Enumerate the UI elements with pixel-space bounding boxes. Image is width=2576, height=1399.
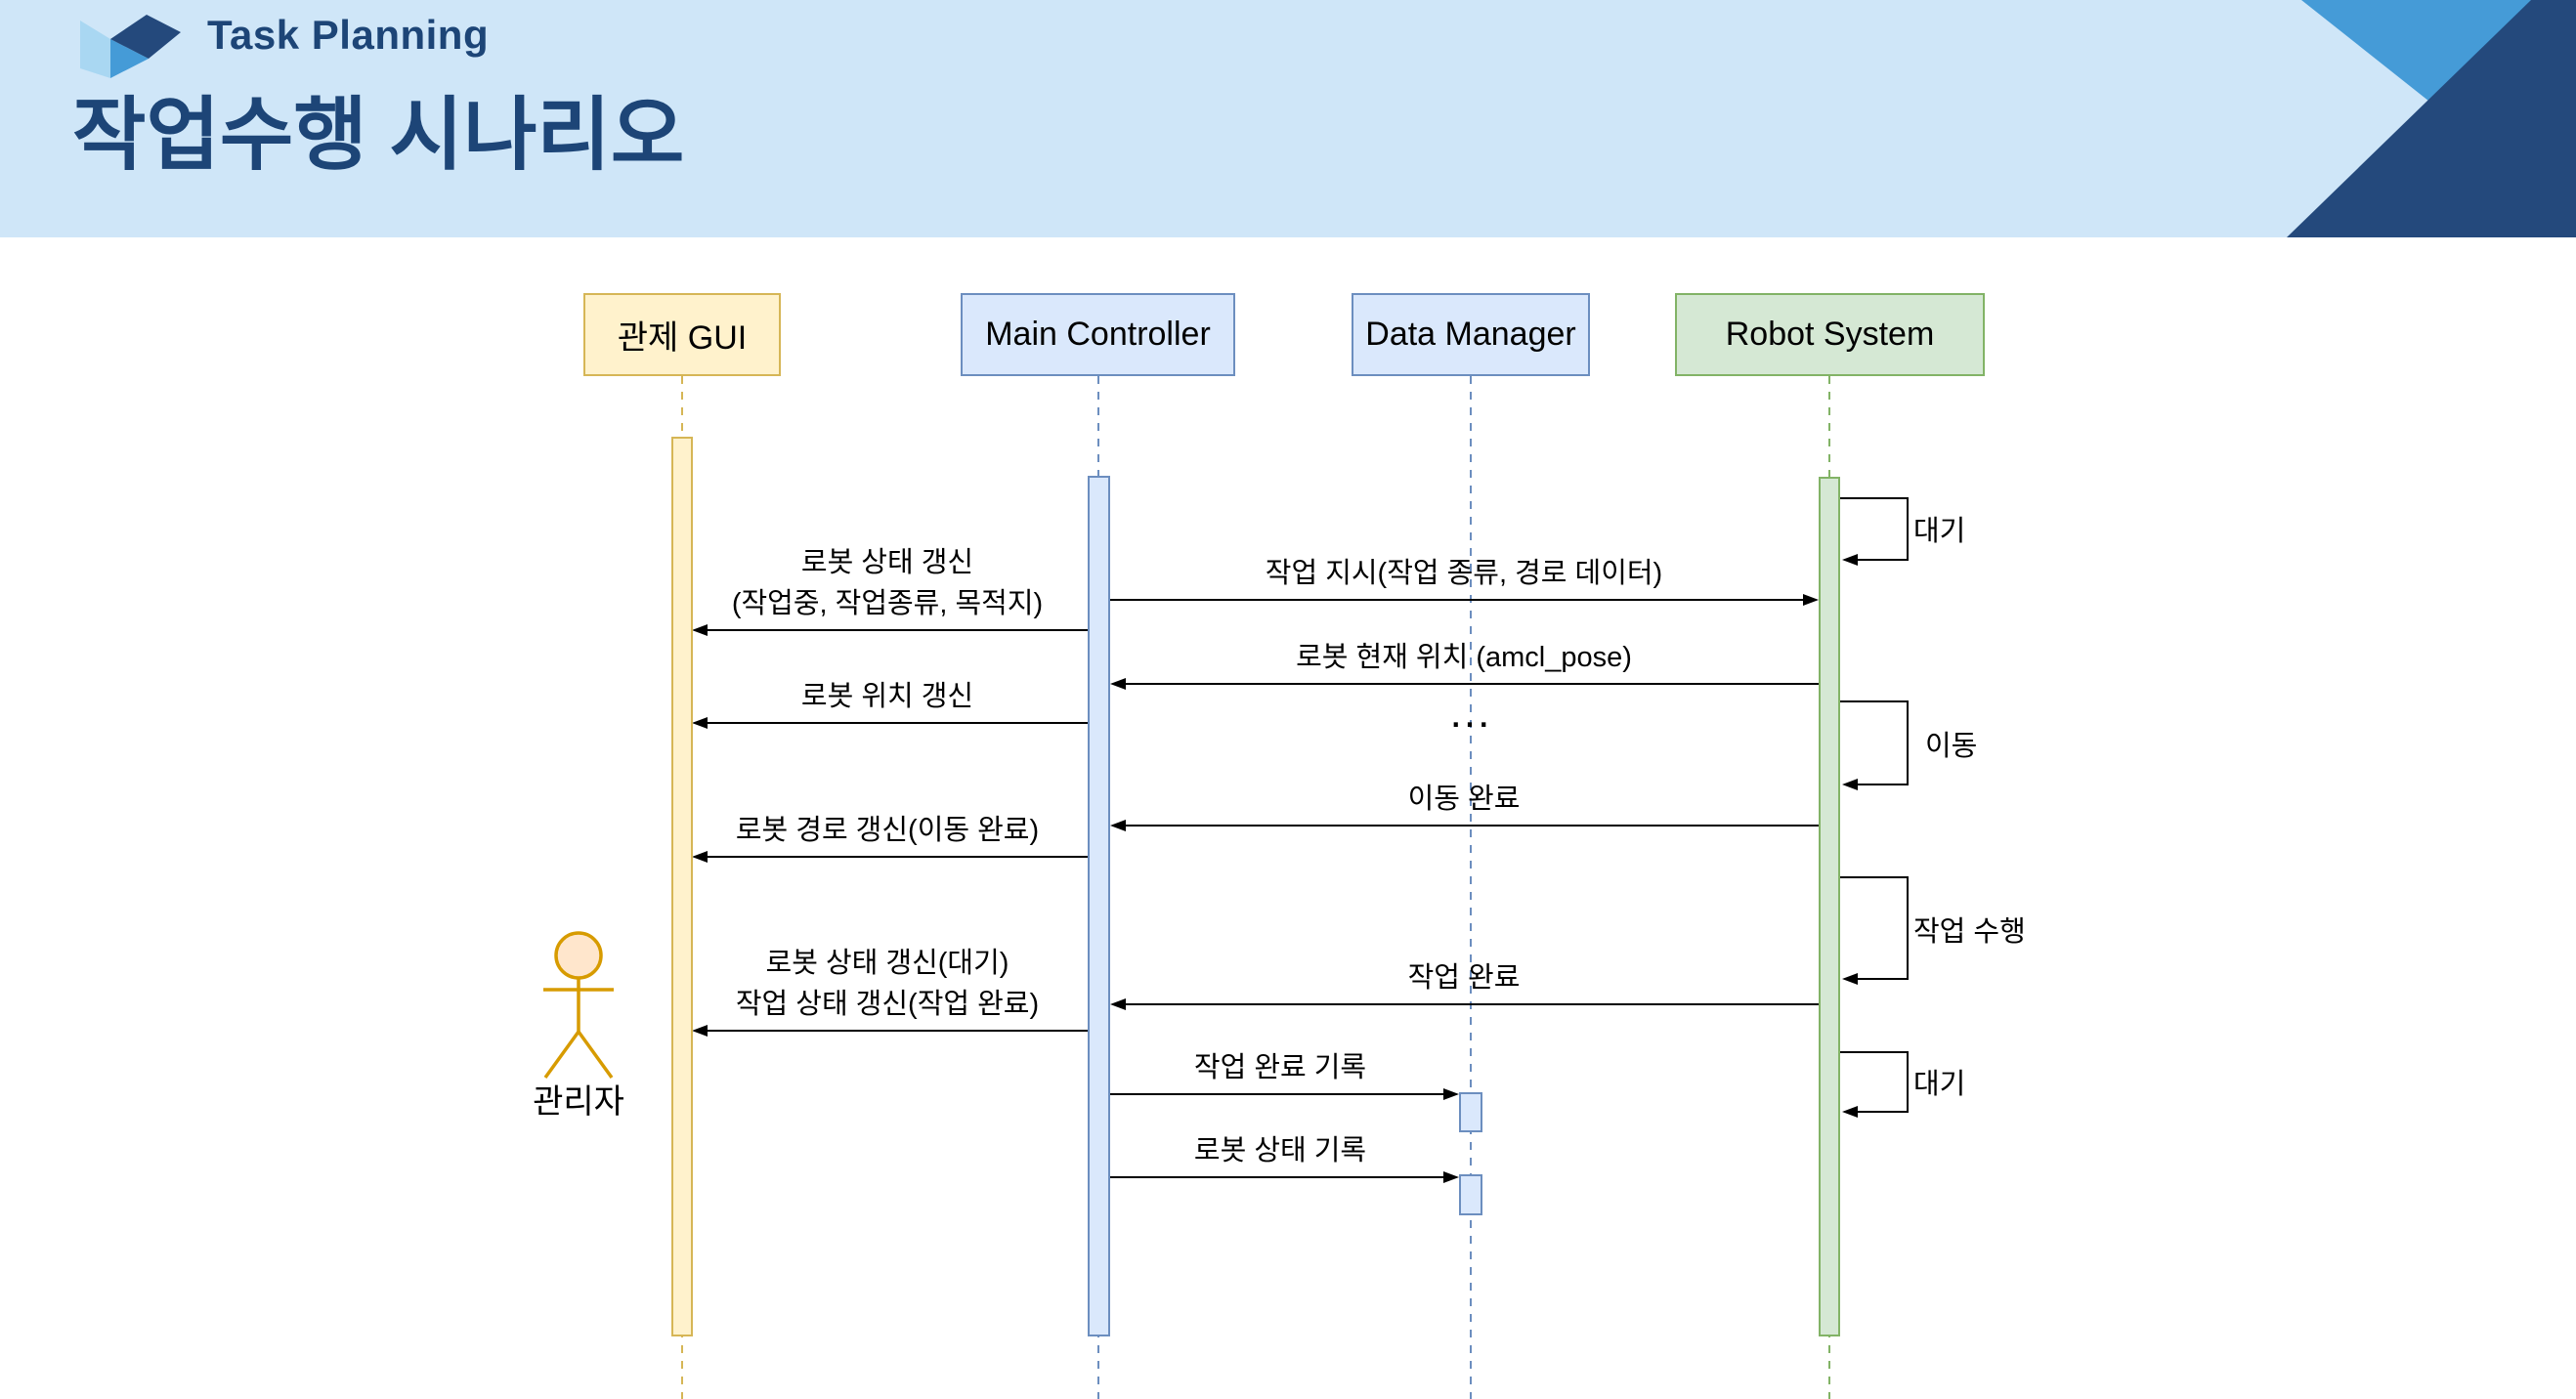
participant-box-robot-system: Robot System [1675, 293, 1985, 376]
self-loop-label-wait-1: 대기 [1913, 516, 1966, 547]
self-loop-perform-task [1840, 876, 1909, 985]
message-label-robot-path-update: 로봇 경로 갱신(이동 완료) [735, 814, 1040, 846]
self-loop-move [1840, 700, 1909, 790]
page-title: 작업수행 시나리오 [72, 91, 685, 180]
message-line1: 로봇 상태 갱신(대기) [765, 947, 1009, 979]
actor-label: 관리자 [533, 1083, 624, 1121]
activation-bar-main-controller [1088, 476, 1110, 1336]
message-label-record-task-complete: 작업 완료 기록 [1193, 1051, 1367, 1083]
message-label-record-robot-status: 로봇 상태 기록 [1193, 1134, 1367, 1166]
message-line1: 로봇 상태 갱신 [800, 546, 974, 578]
message-line2: 작업 상태 갱신(작업 완료) [735, 988, 1040, 1020]
message-label-robot-status-update: 로봇 상태 갱신 (작업중, 작업종류, 목적지) [732, 542, 1043, 624]
activation-bar-data-manager-2 [1459, 1174, 1482, 1215]
activation-bar-data-manager-1 [1459, 1092, 1482, 1132]
message-label-status-updates: 로봇 상태 갱신(대기) 작업 상태 갱신(작업 완료) [736, 943, 1039, 1025]
task-planning-logo-icon [80, 15, 181, 78]
header-band: Task Planning 작업수행 시나리오 [0, 0, 2576, 237]
message-label-robot-position-update: 로봇 위치 갱신 [800, 680, 974, 712]
actor-figure-icon [543, 931, 614, 1080]
participant-label-main-controller: Main Controller [985, 316, 1211, 353]
self-loop-wait-1 [1840, 497, 1909, 566]
ellipsis-continuation: ... [1449, 689, 1492, 737]
participant-label-gui: 관제 GUI [617, 319, 748, 357]
message-label-robot-current-pose: 로봇 현재 위치 (amcl_pose) [1296, 641, 1632, 673]
participant-box-main-controller: Main Controller [961, 293, 1235, 376]
self-loop-wait-2 [1840, 1051, 1909, 1118]
message-label-move-complete: 이동 완료 [1407, 783, 1521, 815]
message-label-task-order: 작업 지시(작업 종류, 경로 데이터) [1265, 557, 1663, 589]
self-loop-label-perform-task: 작업 수행 [1913, 916, 2026, 948]
activation-bar-gui [671, 437, 693, 1336]
self-loop-label-wait-2: 대기 [1913, 1069, 1966, 1100]
participant-label-data-manager: Data Manager [1365, 316, 1576, 353]
message-label-task-complete: 작업 완료 [1407, 961, 1521, 994]
participant-label-robot-system: Robot System [1725, 316, 1935, 353]
activation-bar-robot-system [1819, 477, 1840, 1336]
self-loop-label-move: 이동 [1925, 731, 1978, 762]
corner-decoration-icon [2287, 0, 2576, 237]
participant-box-data-manager: Data Manager [1352, 293, 1590, 376]
message-line2: (작업중, 작업종류, 목적지) [731, 587, 1044, 619]
participant-box-gui: 관제 GUI [583, 293, 781, 376]
brand-title: Task Planning [207, 12, 490, 58]
